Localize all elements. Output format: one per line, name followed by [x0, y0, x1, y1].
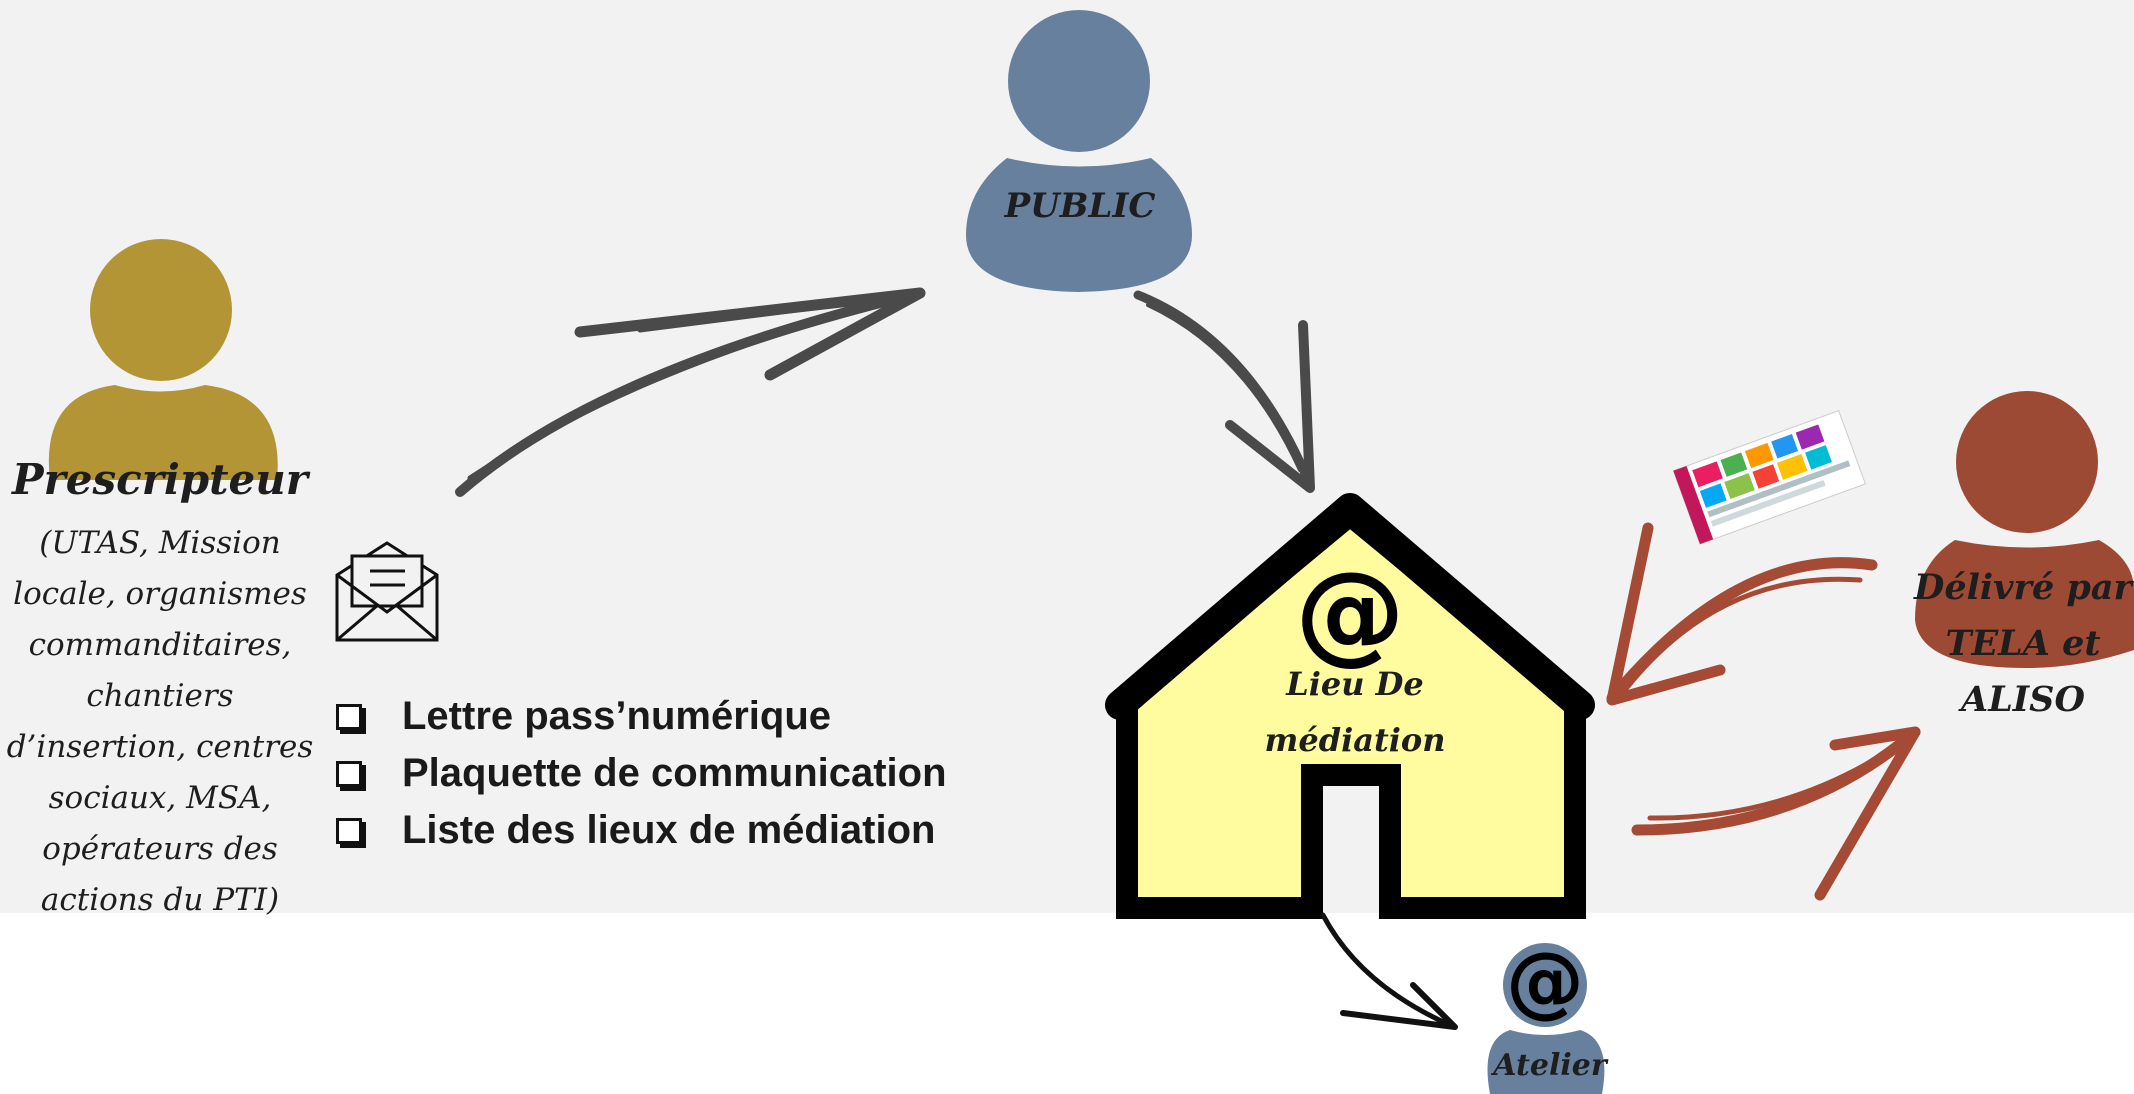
lieu-line: médiation — [1264, 721, 1446, 759]
atelier-label: Atelier — [1493, 1048, 1607, 1083]
document-label: Liste des lieux de médiation — [402, 808, 936, 852]
prescripteur-line: commanditaires, — [28, 627, 292, 663]
prescripteur-line: d’insertion, centres — [6, 729, 314, 765]
prescripteur-line: sociaux, MSA, — [48, 780, 272, 816]
documents-list: Lettre pass’numérique Plaquette de commu… — [336, 688, 947, 859]
public-person-icon — [966, 10, 1192, 292]
prescripteur-line: opérateurs des — [42, 831, 278, 867]
lieu-at-symbol: @ — [1295, 548, 1405, 676]
list-item: Plaquette de communication — [336, 745, 947, 802]
lieu-label: Lieu De médiation — [1240, 656, 1470, 768]
prescripteur-title: Prescripteur — [12, 455, 308, 504]
arrow-lieu-to-delivre — [1631, 726, 1921, 901]
document-label: Plaquette de communication — [402, 751, 947, 795]
list-item: Lettre pass’numérique — [336, 688, 947, 745]
prescripteur-line: (UTAS, Mission — [39, 525, 281, 561]
checkbox-icon — [336, 817, 362, 844]
prescripteur-line: actions du PTI) — [40, 882, 280, 918]
arrow-prescripteur-to-public — [455, 287, 926, 497]
prescripteur-person-icon — [48, 239, 278, 480]
prescripteur-description: (UTAS, Mission locale, organismes comman… — [0, 518, 320, 926]
prescripteur-line: chantiers — [86, 678, 234, 714]
atelier-person-icon — [1487, 943, 1605, 1094]
delivre-line: ALISO — [1961, 679, 2085, 720]
lieu-line: Lieu De — [1286, 665, 1424, 703]
delivre-line: Délivré par — [1913, 567, 2133, 608]
arrow-lieu-to-atelier — [1320, 912, 1458, 1030]
arrow-public-to-lieu — [1133, 290, 1315, 493]
list-item: Liste des lieux de médiation — [336, 802, 947, 859]
checkbox-icon — [336, 703, 362, 730]
delivre-person-icon — [1915, 391, 2134, 668]
prescripteur-line: locale, organismes — [13, 576, 307, 612]
delivre-label: Délivré par TELA et ALISO — [1912, 560, 2134, 728]
house-icon — [1105, 493, 1595, 919]
checkbox-icon — [336, 760, 362, 787]
aptic-voucher-icon — [1672, 409, 1867, 545]
arrow-delivre-to-lieu — [1606, 522, 1878, 706]
delivre-line: TELA et — [1945, 623, 2101, 664]
public-label: PUBLIC — [1004, 186, 1156, 226]
envelope-icon — [335, 541, 439, 642]
atelier-at-symbol: @ — [1506, 937, 1584, 1027]
document-label: Lettre pass’numérique — [402, 694, 832, 738]
